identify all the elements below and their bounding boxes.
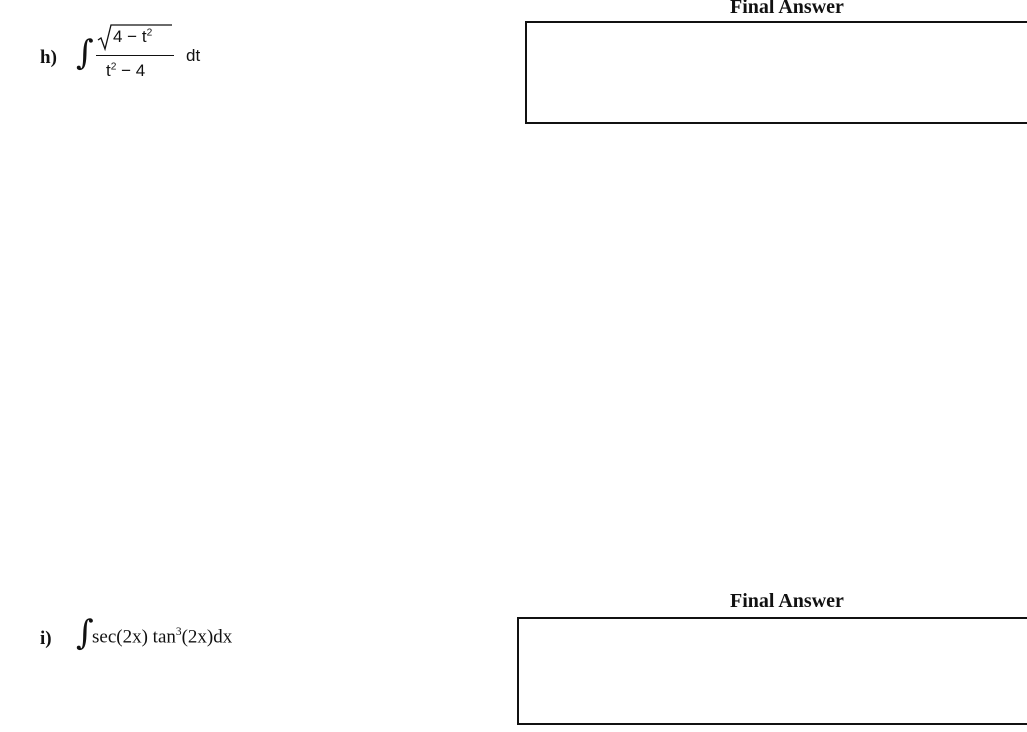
final-answer-title-i: Final Answer <box>730 590 844 612</box>
final-answer-title-h: Final Answer <box>730 0 844 18</box>
integrand-sec: sec(2x) <box>92 626 148 648</box>
problem-label-h: h) <box>40 47 57 68</box>
integral-sign-h: ∫ <box>76 33 94 73</box>
final-answer-box-i[interactable] <box>517 617 1027 725</box>
numerator-h: 4 − t2 <box>96 22 176 52</box>
radicand: 4 − t <box>113 27 147 46</box>
integrand-i: sec(2x) tan3(2x)dx <box>92 626 232 648</box>
differential-h: dt <box>186 46 201 65</box>
radicand-exponent: 2 <box>146 27 153 39</box>
fraction-bar-h <box>96 55 174 57</box>
numerator-text-h: 4 − t2 <box>113 27 152 47</box>
radical-sign <box>97 24 172 52</box>
denominator-exponent: 2 <box>110 61 117 73</box>
problem-label-i: i) <box>40 628 52 649</box>
denominator-rest: − 4 <box>116 61 146 80</box>
fraction-h: 4 − t2 t2 − 4 <box>96 22 176 88</box>
denominator-base: t <box>106 61 111 80</box>
final-answer-box-h[interactable] <box>525 21 1027 124</box>
integrand-tan: tan <box>152 626 176 648</box>
denominator-h: t2 − 4 <box>106 61 145 81</box>
integrand-tan-arg: (2x)dx <box>181 626 233 648</box>
integrand-tan-exponent: 3 <box>175 626 182 638</box>
integral-sign-i: ∫ <box>76 613 94 653</box>
